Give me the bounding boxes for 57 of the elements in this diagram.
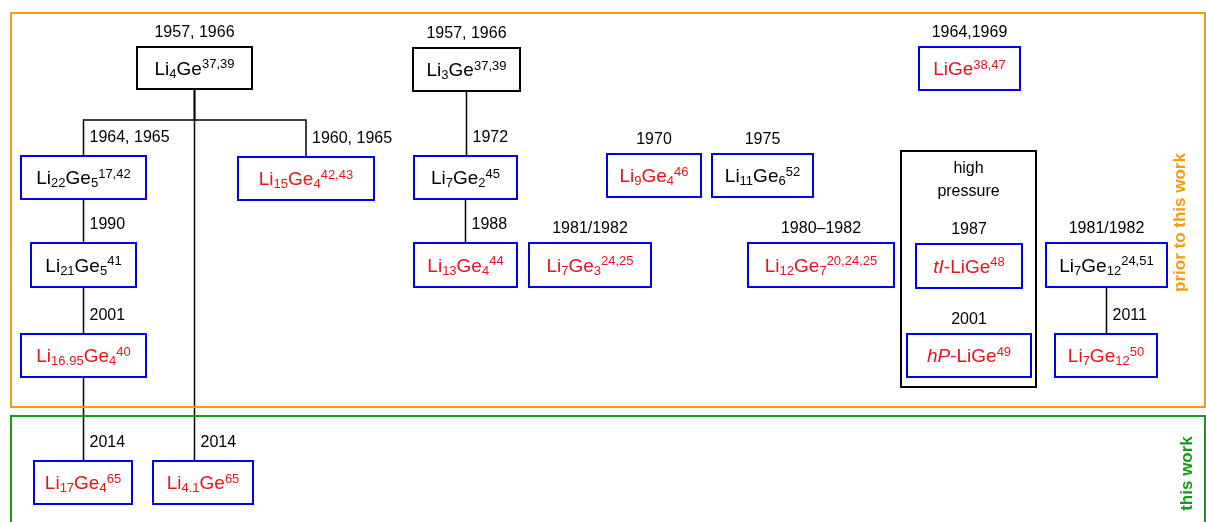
group-title: high pressure <box>936 158 1001 202</box>
formula-label: Li$_{4}$Ge$^{37,39}$ <box>154 58 235 78</box>
year-label: 1957, 1966 <box>426 25 507 41</box>
connector-line <box>82 377 85 461</box>
section-band <box>10 12 1206 408</box>
year-label: 1970 <box>636 131 672 147</box>
year-label: 1980–1982 <box>780 220 862 236</box>
compound-box <box>413 242 518 288</box>
connector-line <box>1105 287 1108 334</box>
connector-line <box>82 199 85 243</box>
year-label: 1975 <box>744 131 781 147</box>
edge-label: 2001 <box>87 307 128 323</box>
compound-box <box>606 153 702 198</box>
edge-label: 2014 <box>198 434 239 450</box>
year-label: 1964,1969 <box>931 24 1008 40</box>
compound-box <box>906 333 1032 378</box>
formula-label: hP-LiGe$^{49}$ <box>926 346 1012 365</box>
year-label: 1957, 1966 <box>154 24 235 40</box>
formula-label: LiGe$^{38,47}$ <box>933 59 1006 78</box>
connector-line <box>465 91 468 156</box>
compound-box <box>20 333 147 378</box>
compound-box <box>747 242 895 288</box>
year-label: 1981/1982 <box>552 220 628 236</box>
compound-box <box>1045 242 1168 288</box>
formula-label: Li$_{4.1}$Ge$^{65}$ <box>166 473 240 492</box>
compound-box <box>20 155 147 200</box>
edge-label: 1990 <box>87 216 128 232</box>
formula-label: tI-LiGe$^{48}$ <box>933 256 1005 276</box>
compound-box <box>918 46 1021 91</box>
compound-box <box>136 46 253 90</box>
group-box <box>900 150 1037 388</box>
section-band <box>10 415 1206 522</box>
connector-line <box>82 287 85 334</box>
year-label: 2001 <box>951 311 987 327</box>
compound-box <box>1054 333 1158 378</box>
compound-box <box>33 460 133 505</box>
year-label: 1987 <box>951 221 987 237</box>
edge-label: 2014 <box>87 434 128 450</box>
edge-label: 1960, 1965 <box>310 130 395 146</box>
section-label: this work <box>1178 436 1196 511</box>
connector-line <box>193 89 196 461</box>
compound-box <box>711 153 814 198</box>
section-label: prior to this work <box>1170 153 1188 292</box>
compound-box <box>915 243 1023 289</box>
edge-label: 1964, 1965 <box>87 129 172 145</box>
compound-box <box>413 155 518 200</box>
compound-box <box>412 47 521 92</box>
year-label: 1981/1982 <box>1068 220 1145 236</box>
edge-label: 1988 <box>469 216 510 232</box>
compound-box <box>528 242 652 288</box>
formula-label: Li$_{3}$Ge$^{37,39}$ <box>426 60 507 79</box>
edge-label: 1972 <box>470 129 511 145</box>
edge-label: 2011 <box>1110 307 1149 323</box>
connector-line <box>464 199 467 243</box>
compound-box <box>237 156 375 201</box>
compound-box <box>30 242 137 288</box>
compound-box <box>152 460 254 505</box>
